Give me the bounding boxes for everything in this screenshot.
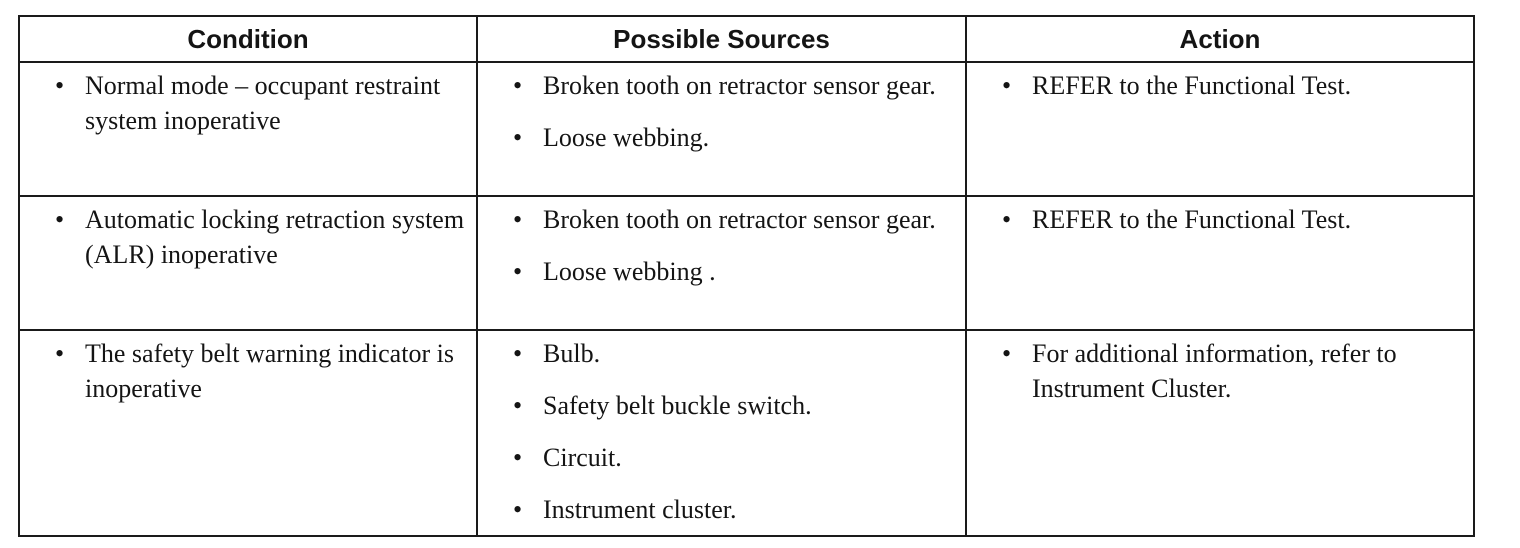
bullet-icon: • [513,71,523,100]
action-cell: • For additional information, refer to I… [965,329,1475,537]
source-text: Circuit. [543,443,622,472]
table-row: • Normal mode – occupant restraint syste… [18,61,1475,197]
header-row: Condition Possible Sources Action [18,15,1475,63]
header-condition: Condition [18,15,478,63]
condition-text: Automatic locking retraction system (ALR… [85,205,465,269]
sources-cell: • Bulb. • Safety belt buckle switch. • C… [476,329,967,537]
bullet-icon: • [513,205,523,234]
list-item: • For additional information, refer to I… [967,336,1473,406]
sources-cell: • Broken tooth on retractor sensor gear.… [476,195,967,331]
sources-list: • Broken tooth on retractor sensor gear.… [478,68,965,155]
action-list: • For additional information, refer to I… [967,336,1473,406]
list-item: • Loose webbing. [478,120,965,155]
condition-list: • Normal mode – occupant restraint syste… [20,68,476,138]
table-row: • Automatic locking retraction system (A… [18,195,1475,331]
bullet-icon: • [55,71,65,100]
source-text: Safety belt buckle switch. [543,391,812,420]
condition-list: • The safety belt warning indicator is i… [20,336,476,406]
condition-text: Normal mode – occupant restraint system … [85,71,441,135]
list-item: • REFER to the Functional Test. [967,68,1473,103]
bullet-icon: • [513,339,523,368]
condition-cell: • Normal mode – occupant restraint syste… [18,61,478,197]
action-text: REFER to the Functional Test. [1032,205,1352,234]
bullet-icon: • [513,443,523,472]
condition-cell: • The safety belt warning indicator is i… [18,329,478,537]
condition-list: • Automatic locking retraction system (A… [20,202,476,272]
source-text: Bulb. [543,339,601,368]
action-list: • REFER to the Functional Test. [967,68,1473,103]
action-text: REFER to the Functional Test. [1032,71,1352,100]
list-item: • Bulb. [478,336,965,371]
list-item: • Circuit. [478,440,965,475]
bullet-icon: • [513,495,523,524]
bullet-icon: • [55,339,65,368]
source-text: Broken tooth on retractor sensor gear. [543,71,936,100]
list-item: • Broken tooth on retractor sensor gear. [478,68,965,103]
header-action: Action [965,15,1475,63]
list-item: • Loose webbing . [478,254,965,289]
action-cell: • REFER to the Functional Test. [965,195,1475,331]
bullet-icon: • [1002,339,1012,368]
sources-cell: • Broken tooth on retractor sensor gear.… [476,61,967,197]
header-possible-sources: Possible Sources [476,15,967,63]
source-text: Broken tooth on retractor sensor gear. [543,205,936,234]
action-cell: • REFER to the Functional Test. [965,61,1475,197]
list-item: • Broken tooth on retractor sensor gear. [478,202,965,237]
list-item: • REFER to the Functional Test. [967,202,1473,237]
bullet-icon: • [513,391,523,420]
source-text: Instrument cluster. [543,495,737,524]
source-text: Loose webbing. [543,123,710,152]
list-item: • Instrument cluster. [478,492,965,527]
bullet-icon: • [55,205,65,234]
list-item: • Normal mode – occupant restraint syste… [20,68,476,138]
bullet-icon: • [513,123,523,152]
list-item: • Safety belt buckle switch. [478,388,965,423]
bullet-icon: • [1002,205,1012,234]
sources-list: • Broken tooth on retractor sensor gear.… [478,202,965,289]
sources-list: • Bulb. • Safety belt buckle switch. • C… [478,336,965,527]
bullet-icon: • [1002,71,1012,100]
bullet-icon: • [513,257,523,286]
source-text: Loose webbing . [543,257,716,286]
condition-cell: • Automatic locking retraction system (A… [18,195,478,331]
condition-text: The safety belt warning indicator is ino… [85,339,454,403]
list-item: • Automatic locking retraction system (A… [20,202,476,272]
table-row: • The safety belt warning indicator is i… [18,329,1475,537]
action-list: • REFER to the Functional Test. [967,202,1473,237]
list-item: • The safety belt warning indicator is i… [20,336,476,406]
diagnosis-table: Condition Possible Sources Action • Norm… [18,15,1475,537]
action-text: For additional information, refer to Ins… [1032,339,1397,403]
